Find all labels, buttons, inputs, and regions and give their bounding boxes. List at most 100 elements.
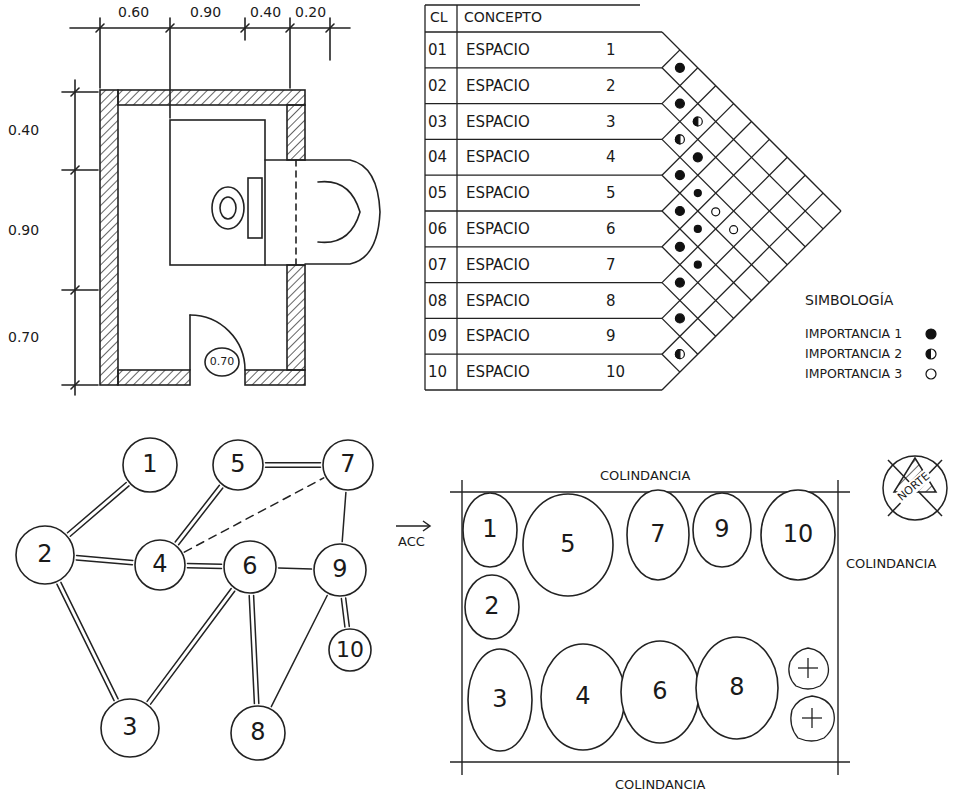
interaction-matrix: [662, 175, 805, 318]
interaction-matrix: [425, 175, 662, 176]
importance-dots: [694, 225, 701, 232]
legend-symbol: [926, 369, 936, 379]
relation-line: [68, 483, 127, 533]
zone-bubble: 8: [695, 636, 779, 740]
interaction-matrix: [662, 86, 716, 140]
space-node: 1: [122, 437, 178, 493]
table-cell: 01: [428, 41, 447, 59]
bathroom-plan: [118, 90, 305, 105]
table-cell: 10: [428, 363, 447, 381]
space-node: [224, 541, 276, 593]
zone-bubble: [541, 644, 625, 750]
boundary-label: COLINDANCIA: [846, 556, 936, 572]
space-node: 2: [15, 525, 75, 585]
bathroom-plan: [295, 160, 297, 265]
table-cell: ESPACIO: [466, 220, 530, 238]
bathroom-plan: [70, 27, 350, 29]
relation-line: [279, 568, 312, 569]
interaction-matrix: [662, 122, 752, 212]
relation-line: [271, 596, 327, 707]
zone-bubble: [696, 637, 778, 739]
node-text: 10: [783, 521, 814, 549]
interaction-matrix: [424, 5, 425, 390]
table-cell: CONCEPTO: [464, 9, 542, 26]
bathroom-plan: [62, 289, 98, 291]
relation-line: [57, 584, 114, 701]
importance-dots: [675, 207, 684, 216]
zone-bubble: [465, 575, 519, 639]
zone-bubble: [627, 490, 689, 580]
relation-line: [175, 485, 219, 542]
zone-bubble: 9: [692, 492, 752, 568]
bathroom-plan: [96, 24, 104, 32]
lot-boundary: [450, 761, 850, 762]
bathroom-plan: [71, 381, 79, 389]
north-compass: [883, 456, 947, 520]
relation-line: [57, 582, 118, 700]
zone-bubble: 2: [464, 574, 520, 640]
node-text: 2: [484, 593, 499, 621]
bathroom-plan: [245, 370, 305, 385]
tree-symbol: [789, 648, 829, 689]
lot-boundary: [450, 480, 850, 775]
table-cell: 04: [428, 148, 447, 166]
importance-dots: [730, 226, 738, 234]
importance-dots: [675, 63, 684, 72]
access-label: ACC: [398, 534, 425, 550]
importance-dots: [712, 208, 720, 216]
space-node: [231, 706, 285, 760]
importance-dots: [675, 171, 684, 180]
node-text: 9: [714, 516, 729, 544]
interaction-matrix: [456, 5, 457, 390]
table-cell: 2: [606, 77, 616, 95]
zone-bubble: [463, 493, 517, 567]
importance-dots: [675, 350, 684, 359]
table-cell: ESPACIO: [466, 113, 530, 131]
relation-line: [77, 556, 133, 561]
table-cell: 3: [606, 113, 616, 131]
bathroom-plan: [220, 197, 236, 219]
bathroom-plan: [305, 160, 380, 264]
interaction-matrix: [425, 5, 841, 390]
interaction-matrix: [425, 139, 662, 140]
bathroom-plan: [71, 88, 79, 96]
relation-line: [61, 582, 118, 699]
interaction-matrix: [662, 139, 787, 264]
bathroom-plan: [170, 120, 265, 265]
table-cell: 1: [606, 41, 616, 59]
dimension-label: 0.20: [295, 4, 326, 21]
legend-symbol: [926, 329, 936, 339]
legend-text: IMPORTANCIA 3: [805, 366, 902, 381]
bathroom-plan: [329, 18, 331, 60]
relation-line: [249, 596, 254, 704]
bathroom-plan: [100, 90, 118, 385]
importance-dots: [675, 314, 684, 323]
dimension-label: 0.40: [8, 122, 39, 139]
tree-symbol: [798, 667, 818, 668]
space-node: [329, 629, 371, 671]
bathroom-plan: [71, 166, 79, 174]
relation-line: [187, 567, 221, 569]
table-cell: ESPACIO: [466, 184, 530, 202]
interaction-matrix: [662, 104, 805, 247]
table-cell: 02: [428, 77, 447, 95]
legend-row: IMPORTANCIA 3: [805, 366, 938, 381]
relation-line: [179, 488, 223, 545]
node-text: 7: [650, 521, 665, 549]
bathroom-plan: [62, 91, 98, 93]
legend-symbol: [924, 327, 938, 341]
relation-line: [271, 596, 327, 707]
bathroom-plan: [241, 24, 249, 32]
space-node: 10: [328, 628, 372, 672]
bathroom-plan: [286, 24, 294, 32]
dimension-label: 0.90: [8, 222, 39, 239]
zone-bubble: 1: [462, 492, 518, 568]
bathroom-plan: [265, 159, 305, 161]
bathroom-plan: [265, 264, 305, 266]
interaction-matrix: [662, 32, 841, 211]
node-text: 1: [482, 516, 497, 544]
interaction-matrix: [662, 157, 787, 282]
space-node: 7: [322, 439, 374, 491]
node-text: 4: [575, 683, 590, 711]
